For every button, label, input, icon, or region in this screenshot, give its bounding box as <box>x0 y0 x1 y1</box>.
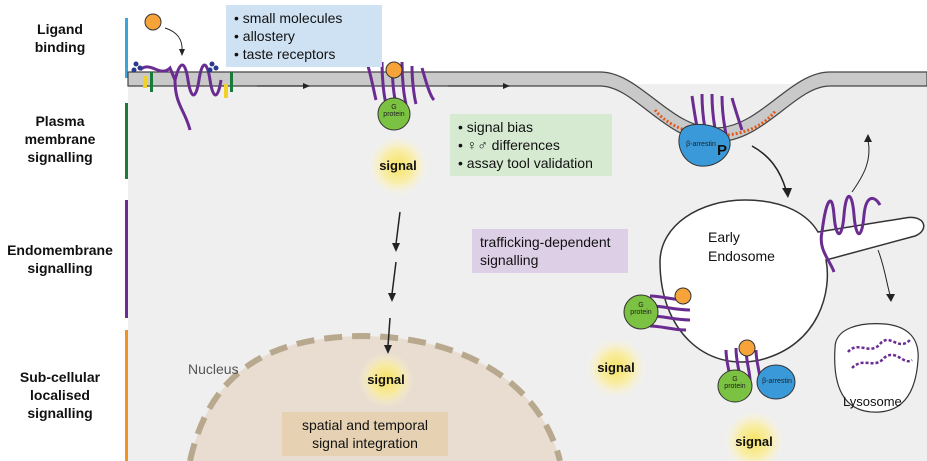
section-bar-plasma <box>125 103 128 179</box>
section-label-ligand: Ligand binding <box>34 21 86 55</box>
beta-arrestin-label-pit: β-arrestin <box>686 141 716 148</box>
signal-glow-plasma <box>368 136 428 196</box>
section-label-plasma: Plasma membrane signalling <box>24 113 96 165</box>
g-protein-endo <box>623 294 659 330</box>
early-endosome <box>659 199 925 363</box>
nucleus-label: Nucleus <box>188 361 239 377</box>
lysosome <box>834 323 919 413</box>
early-endosome-label: Early Endosome <box>708 229 775 264</box>
g-protein-label-bottom: G protein <box>724 376 746 390</box>
ligand <box>144 13 162 31</box>
signal-label-bottom: signal <box>735 434 773 449</box>
receptor-3 <box>690 93 744 135</box>
receptor-endo-bottom <box>724 347 762 381</box>
ligand-bound-2 <box>385 61 403 79</box>
lysosome-label: Lysosome <box>843 394 902 409</box>
section-bar-subcell <box>125 330 128 461</box>
signal-label-nucleus: signal <box>367 372 405 387</box>
signal-label-plasma: signal <box>379 158 417 173</box>
trafficking-box: trafficking-dependent signalling <box>472 229 628 273</box>
plasma-membrane <box>127 71 927 143</box>
signal-glow-nucleus <box>358 352 414 408</box>
section-bar-ligand <box>125 18 128 78</box>
section-label-subcell: Sub-cellular localised signalling <box>19 369 101 421</box>
g-protein-bottom <box>717 369 753 403</box>
receptor-endo-left <box>649 294 691 332</box>
signal-label-endo: signal <box>597 360 635 375</box>
section-label-endo: Endomembrane signalling <box>7 242 113 276</box>
beta-arrestin-pit <box>678 123 731 167</box>
receptor-tubule <box>819 194 882 273</box>
g-protein-label-endo: G protein <box>630 302 652 316</box>
receptor-1 <box>138 63 223 131</box>
ligand-binding-list: • small molecules • allostery • taste re… <box>226 5 382 67</box>
signal-glow-endo <box>586 338 646 398</box>
section-bar-endo <box>125 200 128 318</box>
receptor-2 <box>366 61 436 105</box>
clathrin-coat <box>653 109 778 137</box>
plasma-signalling-list: • signal bias • ♀♂ differences • assay t… <box>450 114 612 176</box>
signal-glow-bottom <box>724 411 784 461</box>
integration-box: spatial and temporal signal integration <box>282 412 448 456</box>
nuclear-envelope <box>187 332 563 461</box>
beta-arrestin-label-bottom: β-arrestin <box>762 378 792 385</box>
g-protein-label-plasma: G protein <box>383 104 405 118</box>
g-protein-plasma <box>377 97 411 131</box>
phospho-label: P <box>717 142 728 159</box>
beta-arrestin-bottom <box>756 364 796 400</box>
